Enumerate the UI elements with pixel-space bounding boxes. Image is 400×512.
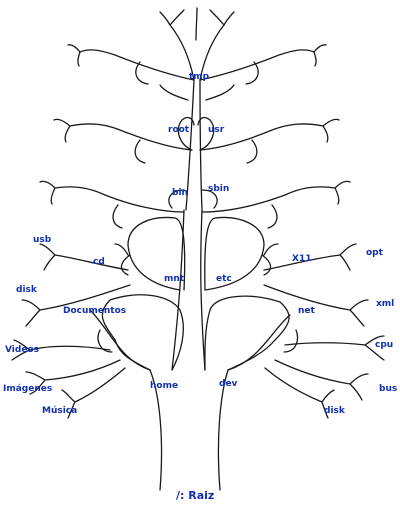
node-dev: dev bbox=[219, 379, 238, 389]
node-imagenes: Imágenes bbox=[3, 384, 53, 394]
node-mnt: mnt bbox=[164, 274, 185, 284]
branch-musica bbox=[61, 367, 126, 419]
node-x11: X11 bbox=[292, 254, 312, 264]
trunk bbox=[149, 369, 229, 491]
trunk-top bbox=[185, 79, 203, 211]
node-root: root bbox=[168, 125, 190, 135]
branch-etc-loop bbox=[204, 216, 265, 291]
branch-tmp-base bbox=[159, 84, 235, 101]
branch-usb bbox=[39, 243, 129, 271]
branch-documentos-loop bbox=[101, 294, 184, 371]
branch-imagenes bbox=[25, 359, 121, 395]
node-net: net bbox=[298, 306, 315, 316]
branch-docs-curl bbox=[97, 329, 113, 353]
node-opt: opt bbox=[366, 248, 383, 258]
branch-sbin bbox=[201, 180, 351, 229]
branch-disk-left bbox=[21, 284, 131, 327]
branch-mnt-loop bbox=[127, 216, 186, 291]
node-usb: usb bbox=[33, 235, 52, 245]
branch-usr-loop bbox=[197, 116, 215, 151]
branch-cd bbox=[114, 243, 131, 276]
node-musica: Música bbox=[42, 406, 78, 416]
branch-bin bbox=[39, 180, 185, 229]
node-disk-right: disk bbox=[324, 406, 345, 416]
branch-net-curl bbox=[283, 329, 299, 353]
branch-videos bbox=[11, 339, 111, 361]
branch-xml bbox=[263, 284, 369, 327]
branch-usr bbox=[199, 118, 340, 164]
branch-cpu bbox=[284, 335, 385, 361]
branch-disk-right bbox=[264, 367, 335, 419]
trunk-center-left bbox=[89, 309, 291, 371]
branch-root-loop bbox=[177, 116, 195, 151]
node-usr: usr bbox=[208, 125, 225, 135]
branch-bus bbox=[274, 359, 369, 401]
branch-tmp-top bbox=[159, 7, 235, 81]
node-cpu: cpu bbox=[375, 340, 394, 350]
node-home: home bbox=[150, 381, 179, 391]
node-videos: Videos bbox=[5, 345, 39, 355]
trunk-upper-left bbox=[171, 209, 206, 371]
branch-tmp-left bbox=[67, 44, 195, 85]
node-bus: bus bbox=[379, 384, 398, 394]
node-sbin: sbin bbox=[208, 184, 230, 194]
node-documentos: Documentos bbox=[63, 306, 127, 316]
node-xml: xml bbox=[376, 299, 395, 309]
node-raiz-title: /: Raiz bbox=[176, 489, 215, 502]
branch-net-loop bbox=[204, 295, 290, 371]
node-cd: cd bbox=[93, 257, 105, 267]
branch-opt bbox=[263, 243, 357, 271]
branch-x11 bbox=[261, 243, 279, 276]
branch-root bbox=[53, 118, 193, 164]
node-tmp: tmp bbox=[189, 72, 210, 82]
node-etc: etc bbox=[216, 274, 232, 284]
branch-tmp-right bbox=[199, 44, 327, 85]
node-bin: bin bbox=[172, 188, 188, 198]
node-disk-left: disk bbox=[16, 285, 37, 295]
branch-bin-curl bbox=[168, 189, 185, 209]
branch-sbin-curl bbox=[201, 189, 218, 209]
